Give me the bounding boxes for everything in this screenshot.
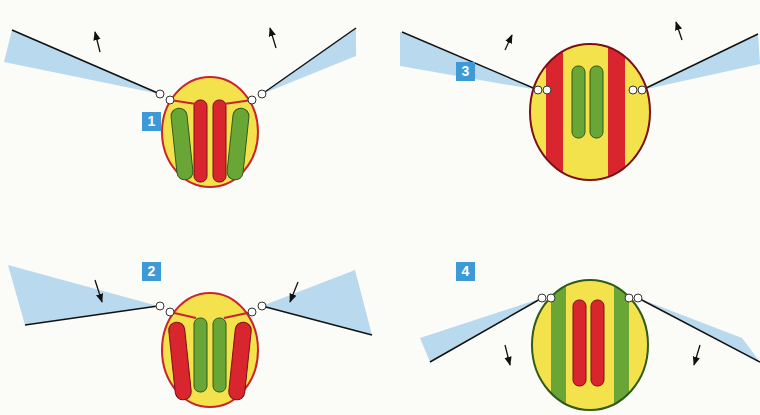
wing-edge	[402, 32, 538, 90]
muscle	[213, 318, 226, 392]
muscle	[194, 318, 207, 392]
wing-pivot	[538, 294, 546, 302]
muscle	[608, 40, 625, 190]
wing-pivot	[258, 302, 266, 310]
wing-pivot	[156, 302, 164, 310]
panel-wings-up-1	[4, 28, 356, 187]
motion-arrow	[95, 280, 102, 302]
wing-edge	[25, 306, 158, 325]
thorax-outline	[532, 280, 648, 410]
wing	[262, 28, 356, 94]
wing-pivot	[166, 96, 174, 104]
wing	[420, 298, 542, 362]
wing	[638, 298, 760, 362]
wing-pivot	[547, 294, 555, 302]
muscle	[194, 100, 207, 182]
callout-number: 1	[142, 112, 161, 131]
wing-pivot	[156, 90, 164, 98]
wing-edge	[262, 28, 356, 94]
muscle	[226, 107, 249, 180]
thorax	[162, 77, 258, 187]
muscle-bands	[551, 270, 629, 415]
wing-pivot	[638, 86, 646, 94]
callout-number: 3	[456, 62, 475, 81]
motion-arrow	[676, 22, 682, 40]
wing-pivot	[166, 308, 174, 316]
wing	[642, 34, 760, 90]
muscle-bands	[546, 40, 625, 190]
wing	[4, 30, 160, 94]
wing-edge	[430, 298, 542, 362]
wing-pivot	[534, 86, 542, 94]
muscle	[170, 107, 193, 180]
motion-arrow	[290, 282, 298, 302]
wing	[262, 270, 372, 335]
muscle	[228, 321, 252, 400]
thorax-outline	[530, 44, 650, 180]
motion-arrow	[694, 345, 700, 365]
wing-pivot	[248, 308, 256, 316]
wing	[400, 32, 538, 90]
thorax	[532, 280, 648, 410]
callout-number: 4	[456, 262, 475, 281]
thorax	[162, 293, 258, 407]
muscle	[168, 321, 192, 400]
muscle	[590, 66, 603, 138]
wing-edge	[262, 306, 372, 335]
muscle	[551, 270, 566, 415]
panel-wings-down-4	[420, 270, 760, 415]
wing-pivot	[625, 294, 633, 302]
wing-pivot	[258, 90, 266, 98]
muscle	[573, 300, 586, 386]
wing-edge	[642, 34, 758, 90]
motion-arrow	[95, 32, 100, 52]
wing-pivot	[248, 96, 256, 104]
wing-edge	[638, 298, 760, 362]
motion-arrow	[505, 35, 512, 50]
muscle	[572, 66, 585, 138]
muscle	[591, 300, 604, 386]
wing-edge	[12, 30, 160, 94]
wing	[8, 265, 158, 325]
motion-arrow	[505, 345, 510, 365]
panel-wings-up-3	[400, 22, 760, 190]
motion-arrow	[270, 28, 276, 48]
muscle	[614, 270, 629, 415]
callout-number: 2	[142, 262, 161, 281]
muscle	[213, 100, 226, 182]
wing-pivot	[543, 86, 551, 94]
wing-pivot	[629, 86, 637, 94]
panel-wings-down-2	[8, 265, 372, 407]
wing-pivot	[634, 294, 642, 302]
